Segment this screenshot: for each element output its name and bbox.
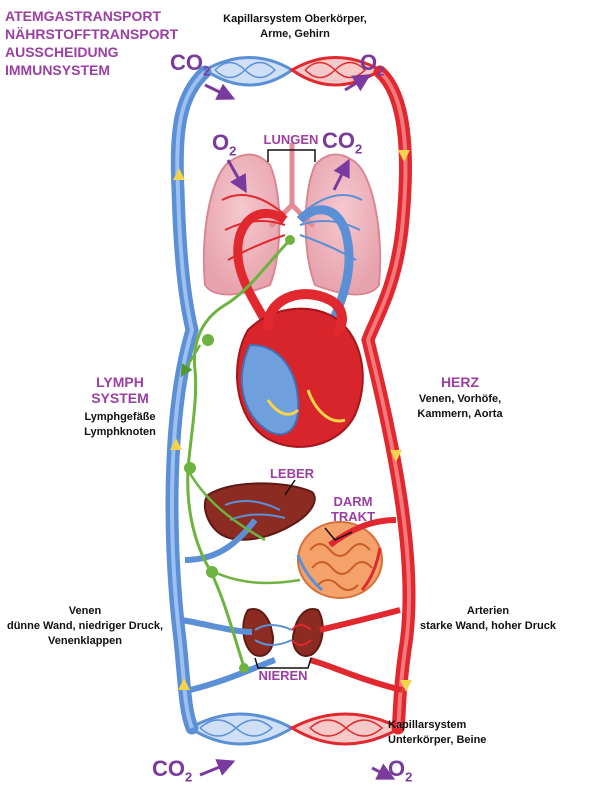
liver xyxy=(203,482,316,541)
capillary-net-top xyxy=(202,56,383,87)
veins-caption: Venen dünne Wand, niedriger Druck, Venen… xyxy=(0,604,170,649)
heart-title: HERZ xyxy=(440,374,480,390)
veins-title: Venen xyxy=(68,605,102,617)
lymph-title: LYMPH SYSTEM xyxy=(80,374,160,406)
vein-branch-organs xyxy=(181,518,276,693)
lymph-desc-line2: Lymphknoten xyxy=(84,426,156,438)
heart xyxy=(236,289,364,448)
capillary-top-caption: Kapillarsystem Oberkörper, Arme, Gehirn xyxy=(200,12,390,42)
lymph-vessels xyxy=(180,235,301,673)
arteries-desc1: starke Wand, hoher Druck xyxy=(420,620,556,632)
gut-label-line1: DARM xyxy=(333,494,373,509)
o2-top-base: O xyxy=(360,50,378,75)
capillary-top-line2: Arme, Gehirn xyxy=(260,28,330,40)
co2-bottom-sub: 2 xyxy=(185,769,193,785)
co2-arrow-top xyxy=(204,83,236,100)
co2-arrow-bottom xyxy=(199,759,236,777)
co2-top-base: CO xyxy=(170,50,203,75)
arteries-caption: Arterien starke Wand, hoher Druck xyxy=(408,604,568,634)
co2-bottom-base: CO xyxy=(152,756,185,781)
o2-label-lungs: O2 xyxy=(212,130,236,158)
veins-desc1: dünne Wand, niedriger Druck, xyxy=(6,620,164,632)
co2-label-lungs: CO2 xyxy=(322,128,362,156)
co2-label-bottom: CO2 xyxy=(152,756,192,784)
artery-outer-loop xyxy=(361,65,416,735)
heart-desc: Venen, Vorhöfe, Kammern, Aorta xyxy=(405,392,515,422)
capillary-bottom-caption: Kapillarsystem Unterkörper, Beine xyxy=(388,718,518,748)
function-naehrstofftransport: NÄHRSTOFFTRANSPORT xyxy=(5,26,179,42)
o2-bottom-base: O xyxy=(388,756,406,781)
gut-bracket xyxy=(324,527,353,541)
co2-top-sub: 2 xyxy=(203,63,211,79)
artery-branch-organs xyxy=(309,517,403,693)
o2-lungs-sub: 2 xyxy=(229,143,237,159)
capillary-net-bottom xyxy=(187,712,404,746)
co2-lungs-base: CO xyxy=(322,128,355,153)
lungs xyxy=(202,142,382,296)
heart-desc-line2: Kammern, Aorta xyxy=(417,408,503,420)
lungs-bracket xyxy=(267,149,316,162)
veins-desc2: Venenklappen xyxy=(48,635,122,647)
function-ausscheidung: AUSSCHEIDUNG xyxy=(5,44,119,60)
gut-label-line2: TRAKT xyxy=(330,509,376,524)
co2-label-top: CO2 xyxy=(170,50,210,78)
function-immunsystem: IMMUNSYSTEM xyxy=(5,62,110,78)
vein-outer-loop xyxy=(165,65,212,735)
kidneys xyxy=(242,608,324,657)
liver-bracket xyxy=(284,479,296,496)
lymph-title-line1: LYMPH xyxy=(96,374,144,390)
lymph-title-line2: SYSTEM xyxy=(91,390,149,406)
lymph-desc: Lymphgefäße Lymphknoten xyxy=(70,410,170,440)
capillary-bottom-line2: Unterkörper, Beine xyxy=(388,734,487,746)
pulmonary-vein xyxy=(233,208,288,333)
o2-top-sub: 2 xyxy=(377,63,385,79)
o2-lungs-base: O xyxy=(212,130,230,155)
o2-bottom-sub: 2 xyxy=(405,769,413,785)
flow-arrows xyxy=(170,150,412,692)
intestine xyxy=(296,521,383,599)
lymph-desc-line1: Lymphgefäße xyxy=(84,411,156,423)
capillary-top-line1: Kapillarsystem Oberkörper, xyxy=(223,13,367,25)
kidneys-bracket xyxy=(254,657,312,669)
o2-arrow-top xyxy=(344,74,372,92)
o2-label-bottom: O2 xyxy=(388,756,412,784)
o2-label-top: O2 xyxy=(360,50,384,78)
capillary-bottom-line1: Kapillarsystem xyxy=(388,719,467,731)
liver-label: LEBER xyxy=(269,466,315,481)
heart-desc-line1: Venen, Vorhöfe, xyxy=(418,393,502,405)
co2-lungs-sub: 2 xyxy=(355,141,363,157)
o2-arrow-lungs xyxy=(226,159,247,194)
lungs-label: LUNGEN xyxy=(263,132,319,147)
function-atemgastransport: ATEMGASTRANSPORT xyxy=(5,8,162,24)
arteries-title: Arterien xyxy=(466,605,510,617)
co2-arrow-lungs xyxy=(332,158,350,191)
kidneys-label: NIEREN xyxy=(258,668,308,683)
o2-arrow-bottom xyxy=(371,763,396,780)
gut-label: DARM TRAKT xyxy=(318,494,388,524)
